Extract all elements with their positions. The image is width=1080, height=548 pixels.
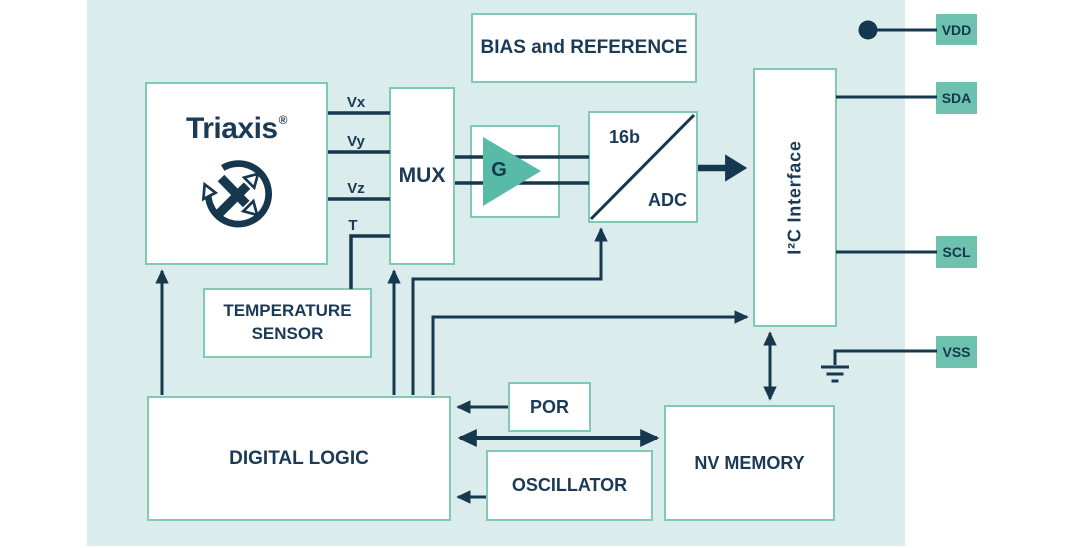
pin-scl: SCL xyxy=(936,236,977,268)
pin-vss: VSS xyxy=(936,336,977,368)
block-por: POR xyxy=(508,382,591,432)
registered-trademark-icon: ® xyxy=(278,113,288,127)
triaxis-wordmark: Triaxis® xyxy=(186,112,288,145)
pin-vdd: VDD xyxy=(936,14,977,45)
block-adc: 16b ADC xyxy=(588,111,698,223)
adc-label: ADC xyxy=(648,190,687,210)
block-triaxis: Triaxis® xyxy=(145,82,328,265)
adc-bits-label: 16b xyxy=(609,127,641,147)
block-bias-reference: BIAS and REFERENCE xyxy=(471,13,697,83)
signal-label-vy: Vy xyxy=(347,133,365,150)
block-digital-logic: DIGITAL LOGIC xyxy=(147,396,451,521)
block-i2c-interface: I²C Interface xyxy=(753,68,837,327)
triaxis-crossed-arrows-icon xyxy=(201,160,272,228)
signal-label-vz: Vz xyxy=(347,180,365,197)
block-mux: MUX xyxy=(389,87,455,265)
block-oscillator: OSCILLATOR xyxy=(486,450,653,521)
block-nv-memory: NV MEMORY xyxy=(664,405,835,521)
gain-label: G xyxy=(491,159,507,181)
signal-label-t: T xyxy=(348,217,358,234)
block-gain-amplifier xyxy=(470,125,560,218)
pin-sda: SDA xyxy=(936,82,977,114)
block-temperature-sensor: TEMPERATURE SENSOR xyxy=(203,288,372,358)
signal-label-vx: Vx xyxy=(346,94,366,111)
